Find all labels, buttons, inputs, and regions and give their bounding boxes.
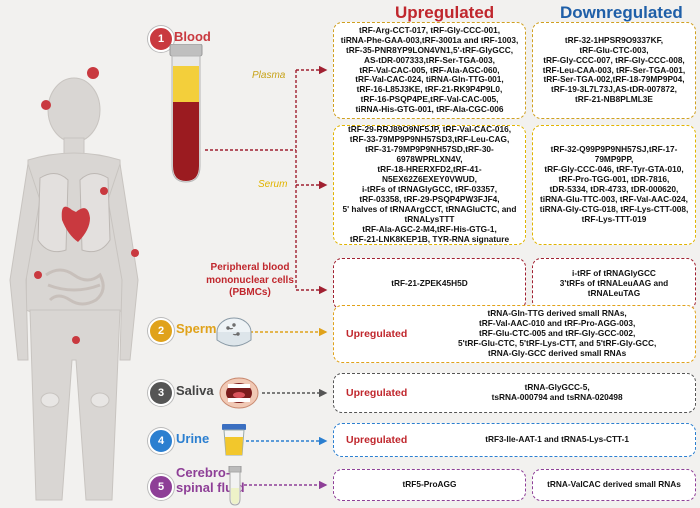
plasma-label: Plasma xyxy=(252,70,286,81)
list-item: tRF-Pro-TGG-001, tDR-7816, xyxy=(558,174,670,185)
list-item: tRF-Ser-TGA-002,tRF-18-79MP9P04, xyxy=(543,74,685,85)
sperm-label: Sperm xyxy=(176,321,217,336)
sperm-box: Upregulated tRNA-Gln-TTG derived small R… xyxy=(333,305,696,363)
list-item: i-tRFs of tRNAGlyGCC, tRF-03357, xyxy=(361,184,498,194)
pbmc-label: Peripheral blood mononuclear cells (PBMC… xyxy=(190,262,310,300)
mouth-icon xyxy=(219,377,259,409)
list-item: tiRNA-Glu-TTC-003, tRF-Val-AAC-024, xyxy=(540,193,688,204)
plasma-downregulated-box: tRF-32-1HPSR9O9337KF, tRF-Glu-CTC-003, t… xyxy=(532,22,696,119)
list-item: tRF-Val-CAC-024, tiRNA-Gln-TTG-001, xyxy=(355,74,504,85)
list-item: tRNA-GlyGCC-5, xyxy=(524,382,590,393)
list-item: 5'tRF-Glu-CTC, 5'tRF-Lys-CTT, and 5'tRF-… xyxy=(457,337,657,348)
csf-upregulated-box: tRF5-ProAGG xyxy=(333,469,526,501)
petri-dish-icon xyxy=(216,317,252,347)
pbmc-up-text: tRF-21-ZPEK45H5D xyxy=(391,278,468,289)
list-item: tRF-Gly-CCC-046, tRF-Tyr-GTA-010, xyxy=(544,164,684,175)
human-body-illustration xyxy=(9,67,139,501)
pbmc-upregulated-box: tRF-21-ZPEK45H5D xyxy=(333,258,526,310)
blood-tube-icon xyxy=(169,44,203,183)
csf-label-line1: Cerebro- xyxy=(176,465,231,480)
list-item: tsRNA-000794 and tsRNA-020498 xyxy=(491,392,623,402)
pbmc-label-line2: mononuclear cells xyxy=(206,274,294,286)
sperm-upregulated-label: Upregulated xyxy=(346,327,408,340)
section-number-3: 3 xyxy=(148,380,174,406)
saliva-list: tRNA-GlyGCC-5, tsRNA-000794 and tsRNA-02… xyxy=(425,382,689,403)
blood-label: Blood xyxy=(174,29,211,44)
serum-upregulated-box: tRF-29-RRJ89O9NF5JP, tRF-Val-CAC-016, tR… xyxy=(333,124,526,245)
urine-label: Urine xyxy=(176,431,210,446)
csf-down-text: tRNA-ValCAC derived small RNAs xyxy=(547,479,681,490)
serum-downregulated-box: tRF-32-Q99P9P9NH57SJ,tRF-17-79MP9PP, tRF… xyxy=(532,125,696,245)
section-number-4: 4 xyxy=(148,428,174,454)
serum-label: Serum xyxy=(258,179,288,190)
list-item: tRF-16-L85J3KE, tRF-21-RK9P4P9L0, xyxy=(356,84,503,95)
saliva-upregulated-label: Upregulated xyxy=(346,386,408,399)
list-item: tRF-32-1HPSR9O9337KF, xyxy=(564,34,664,45)
saliva-box: Upregulated tRNA-GlyGCC-5, tsRNA-000794 … xyxy=(333,373,696,413)
list-item: tiRNA-His-GTG-001, tRF-Ala-CGC-006 xyxy=(355,104,504,115)
list-item: tRF-Gly-CCC-007, tRF-Gly-CCC-008, xyxy=(543,54,685,65)
pbmc-label-line1: Peripheral blood xyxy=(210,262,290,273)
urine-box: Upregulated tRF3-Ile-AAT-1 and tRNA5-Lys… xyxy=(333,423,696,457)
pbmc-downregulated-box: i-tRF of tRNAGlyGCC 3'tRFs of tRNALeuAAG… xyxy=(532,258,696,310)
serum-up-list: tRF-29-RRJ89O9NF5JP, tRF-Val-CAC-016, tR… xyxy=(340,124,519,244)
list-item: tRF-18-HRERXFD2,tRF-41-N5EX62Z6EXEY0VWUD… xyxy=(377,164,482,185)
list-item: tiRNA-Gly-CTG-018, tRF-Lys-CTT-008, xyxy=(539,203,689,214)
list-item: tRF-19-3L7L73J,AS-tDR-007872, xyxy=(551,84,677,95)
saliva-label: Saliva xyxy=(176,383,214,398)
csf-tube-icon xyxy=(228,466,242,506)
heart-shape xyxy=(61,206,90,242)
list-item: tRF-Leu-CAA-003, tRF-Ser-TGA-001, xyxy=(542,64,686,75)
list-item: tRF-03358, tRF-29-PSQP4PW3FJF4, xyxy=(359,193,500,204)
list-item: tRF-Ala-AGC-2-M4,tRF-His-GTG-1, xyxy=(362,223,497,234)
section-number-5: 5 xyxy=(148,474,174,500)
list-item: tDR-5334, tDR-4733, tDR-000620, xyxy=(549,184,679,194)
list-item: tRNA-Gly-GCC derived small RNAs xyxy=(487,347,627,358)
serum-down-list: tRF-32-Q99P9P9NH57SJ,tRF-17-79MP9PP, tRF… xyxy=(539,144,689,225)
list-item: tRF-Val-AAC-010 and tRF-Pro-AGG-003, xyxy=(478,318,636,329)
list-item: tRF-21-NB8PLML3E xyxy=(575,94,653,105)
upregulated-header: Upregulated xyxy=(395,3,495,22)
list-item: tRF-32-Q99P9P9NH57SJ,tRF-17-79MP9PP, xyxy=(550,144,678,165)
plasma-down-list: tRF-32-1HPSR9O9337KF, tRF-Glu-CTC-003, t… xyxy=(542,34,686,106)
list-item: tRF3-Ile-AAT-1 and tRNA5-Lys-CTT-1 xyxy=(485,434,630,445)
list-item: tRNA-Gln-TTG derived small RNAs, xyxy=(487,308,627,319)
list-item: tRF-Glu-CTC-003, xyxy=(579,44,649,55)
plasma-up-list: tRF-Arg-CCT-017, tRF-Gly-CCC-001, tiRNA-… xyxy=(340,24,519,116)
list-item: tRF-Lys-TTT-019 xyxy=(581,213,647,224)
csf-downregulated-box: tRNA-ValCAC derived small RNAs xyxy=(532,469,696,501)
plasma-upregulated-box: tRF-Arg-CCT-017, tRF-Gly-CCC-001, tiRNA-… xyxy=(333,22,526,119)
csf-label-line2: spinal fluid xyxy=(176,479,245,495)
list-item: tRF-Arg-CCT-017, tRF-Gly-CCC-001, xyxy=(358,24,501,35)
pbmc-down-line2: 3'tRFs of tRNALeuAAG and tRNALeuTAG xyxy=(559,278,669,298)
list-item: tRF-31-79MP9P9NH57SD,tRF-30-6978WPRLXN4V… xyxy=(365,144,494,165)
list-item: tRF-35-PNR8YP9LON4VN1,5'-tRF-GlyGCC, xyxy=(345,44,513,55)
csf-up-text: tRF5-ProAGG xyxy=(402,479,457,490)
urine-cup-icon xyxy=(222,424,246,456)
sperm-list: tRNA-Gln-TTG derived small RNAs, tRF-Val… xyxy=(425,308,689,359)
list-item: tRF-Glu-CTC-005 and tRF-Gly-GCC-002, xyxy=(479,328,636,339)
section-number-2: 2 xyxy=(148,318,174,344)
list-item: tRF-Val-CAC-005, tRF-Ala-AGC-060, xyxy=(359,64,500,75)
list-item: tiRNA-Phe-GAA-003,tRF-3001a and tRF-1003… xyxy=(340,34,519,45)
downregulated-header: Downregulated xyxy=(560,3,683,22)
list-item: tRF-29-RRJ89O9NF5JP, tRF-Val-CAC-016, xyxy=(347,124,512,135)
list-item: 5' halves of tRNAArgCCT, tRNAGluCTC, and… xyxy=(342,203,517,224)
list-item: tRF-16-PSQP4PE,tRF-Val-CAC-005, xyxy=(360,94,499,105)
list-item: AS-tDR-007333,tRF-Ser-TGA-003, xyxy=(364,54,495,65)
csf-label: Cerebro- spinal fluid xyxy=(176,465,245,496)
pbmc-label-line3: (PBMCs) xyxy=(229,287,271,298)
list-item: tRF-33-79MP9P9NH57SD3,tRF-Leu-CAG, xyxy=(349,134,510,145)
urine-upregulated-label: Upregulated xyxy=(346,433,408,446)
pbmc-down-line1: i-tRF of tRNAGlyGCC xyxy=(572,268,656,279)
list-item: tRF-21-LNK8KEP1B, TYR-RNA signature xyxy=(349,233,510,244)
